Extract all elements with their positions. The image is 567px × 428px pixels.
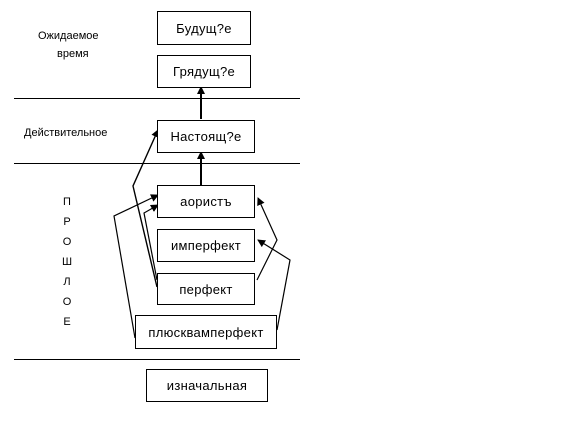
- separator-past-initial: [14, 359, 300, 360]
- arrow-pluperfect-to-imperfect: [257, 239, 291, 331]
- separator-expected-actual: [14, 98, 300, 99]
- past-letter: Е: [63, 316, 71, 328]
- zone-label-past: П Р О Ш Л О Е: [60, 192, 74, 332]
- zone-label-expected-2: время: [57, 48, 89, 60]
- arrow-perfect-to-present: [132, 129, 159, 288]
- past-letter: О: [62, 296, 72, 308]
- box-coming: Грядущ?е: [157, 55, 251, 88]
- box-pluperfect: плюсквамперфект: [135, 315, 277, 349]
- box-aorist: аористъ: [157, 185, 255, 218]
- past-letter: П: [63, 196, 71, 208]
- zone-label-actual: Действительное: [24, 127, 108, 139]
- box-future: Будущ?е: [157, 11, 251, 45]
- box-perfect: перфект: [157, 273, 255, 305]
- arrow-imperfect-to-aorist: [143, 204, 159, 281]
- past-letter: О: [62, 236, 72, 248]
- box-present: Настоящ?е: [157, 120, 255, 153]
- past-letter: Ш: [61, 256, 73, 268]
- box-imperfect: имперфект: [157, 229, 255, 262]
- box-initial: изначальная: [146, 369, 268, 402]
- past-letter: Л: [63, 276, 71, 288]
- arrow-perfect-to-aorist: [256, 197, 278, 281]
- separator-actual-past: [14, 163, 300, 164]
- zone-label-expected-1: Ожидаемое: [38, 30, 99, 42]
- arrow-pluperfect-to-aorist: [113, 194, 159, 339]
- past-letter: Р: [63, 216, 71, 228]
